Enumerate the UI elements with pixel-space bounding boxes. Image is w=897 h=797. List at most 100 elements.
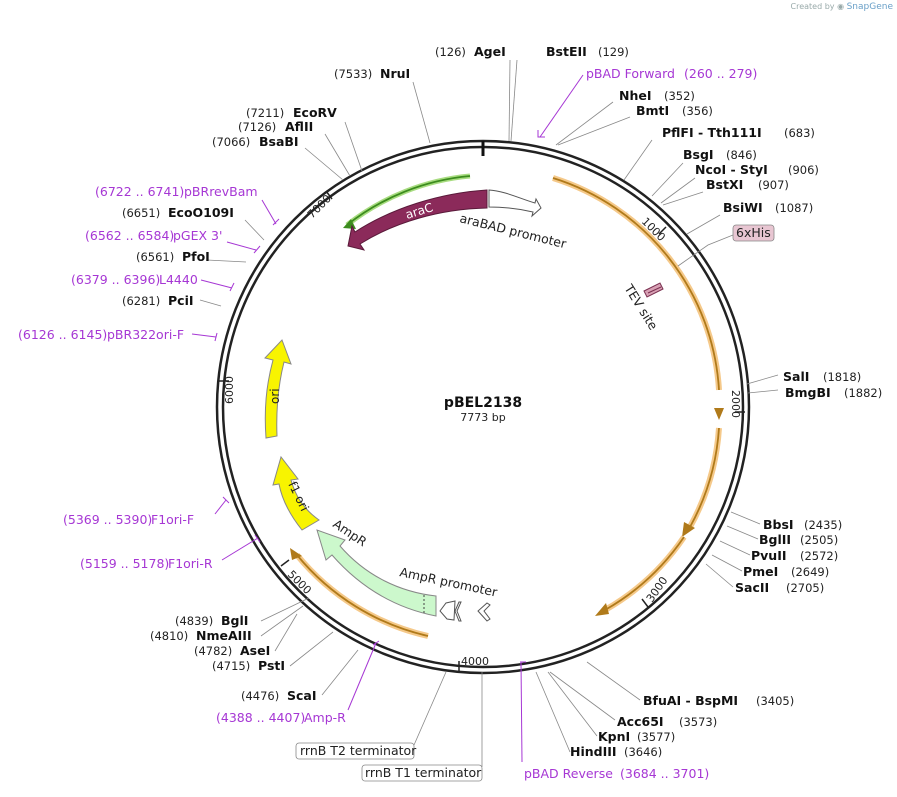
enzyme-name-ecorv: EcoRV bbox=[293, 105, 337, 120]
primer-range-f1ori-r: (5159 .. 5178) bbox=[80, 556, 169, 571]
enzyme-name-sali: SalI bbox=[783, 369, 809, 384]
enzyme-name-ncoi: NcoI - StyI bbox=[695, 162, 768, 177]
enzyme-pos-sacii: (2705) bbox=[786, 581, 824, 595]
orf-arc-third-glow bbox=[603, 535, 687, 613]
ori-feature[interactable] bbox=[264, 339, 292, 439]
arabad-promoter-feature[interactable] bbox=[488, 189, 542, 218]
primer-name-l4440: L4440 bbox=[159, 272, 198, 287]
rrnb-t1-feature[interactable] bbox=[477, 602, 491, 622]
enzyme-pos-nhei: (352) bbox=[664, 89, 695, 103]
enzyme-pos-bsabi: (7066) bbox=[212, 135, 250, 149]
tick-label-6000: 6000 bbox=[223, 376, 236, 404]
tick-label-2000: 2000 bbox=[729, 390, 742, 418]
primer-range-pbr322ori-f: (6126 .. 6145) bbox=[18, 327, 107, 342]
orf-arc-second-head bbox=[682, 522, 695, 537]
tick-label-4000: 4000 bbox=[461, 655, 489, 668]
enzyme-pos-acc65i: (3573) bbox=[679, 715, 717, 729]
enzyme-pos-ecoo109i: (6651) bbox=[122, 206, 160, 220]
enzyme-name-acc65i: Acc65I bbox=[617, 714, 664, 729]
orf-arc-amp-head bbox=[290, 548, 302, 560]
primer-range-f1ori-f: (5369 .. 5390) bbox=[63, 512, 152, 527]
primer-name-pbr322ori-f: pBR322ori-F bbox=[107, 327, 184, 342]
credit-prefix: Created by bbox=[790, 2, 835, 11]
enzyme-name-bmti: BmtI bbox=[636, 103, 669, 118]
enzyme-pos-kpni: (3577) bbox=[637, 730, 675, 744]
his-tag-box bbox=[732, 224, 775, 242]
enzyme-name-sacii: SacII bbox=[735, 580, 769, 595]
primer-name-pbrrevbam: pBRrevBam bbox=[184, 184, 258, 199]
enzyme-pos-bglii: (2505) bbox=[800, 533, 838, 547]
orf-arc-main bbox=[552, 177, 720, 391]
rrnb-t2-lead bbox=[413, 671, 447, 746]
his-tag-label: 6xHis bbox=[736, 225, 771, 240]
primer-range-amp-r: (4388 .. 4407) bbox=[216, 710, 305, 725]
rrnb-t1-label: rrnB T1 terminator bbox=[365, 765, 482, 780]
enzyme-pos-pmei: (2649) bbox=[791, 565, 829, 579]
rrnb-t2-label: rrnB T2 terminator bbox=[300, 743, 417, 758]
enzyme-pos-bfuai: (3405) bbox=[756, 694, 794, 708]
enzyme-name-ecoo109i: EcoO109I bbox=[168, 205, 234, 220]
enzyme-name-psti: PstI bbox=[258, 658, 285, 673]
enzyme-name-pcii: PciI bbox=[168, 293, 194, 308]
enzyme-name-pmei: PmeI bbox=[743, 564, 778, 579]
enzyme-name-nhei: NheI bbox=[619, 88, 652, 103]
enzyme-name-bfuai: BfuAI - BspMI bbox=[643, 693, 738, 708]
enzyme-pos-nmeaiii: (4810) bbox=[150, 629, 188, 643]
arac-green-arc bbox=[346, 175, 471, 226]
enzyme-name-bbsi: BbsI bbox=[763, 517, 794, 532]
f1-ori-feature[interactable] bbox=[272, 455, 320, 531]
orf-arc-second bbox=[689, 427, 720, 528]
rrnb-t2-box bbox=[295, 742, 415, 760]
snapgene-logo-icon: ◉ bbox=[837, 2, 845, 11]
primer-name-pgex3: pGEX 3' bbox=[173, 228, 222, 243]
enzyme-name-bsgi: BsgI bbox=[683, 147, 714, 162]
enzyme-pos-scai: (4476) bbox=[241, 689, 279, 703]
enzyme-pos-ncoi: (906) bbox=[788, 163, 819, 177]
orf-arc-second-glow bbox=[687, 427, 722, 529]
enzyme-pos-bmti: (356) bbox=[682, 104, 713, 118]
enzyme-name-pfoi: PfoI bbox=[182, 249, 210, 264]
enzyme-pos-agei: (126) bbox=[435, 45, 466, 59]
enzyme-pos-nrui: (7533) bbox=[334, 67, 372, 81]
ampr-feature[interactable] bbox=[316, 529, 437, 617]
enzyme-name-bglii: BglII bbox=[759, 532, 791, 547]
ampr-promoter-feature[interactable] bbox=[439, 600, 456, 621]
primer-range-pbad-forward: (260 .. 279) bbox=[684, 66, 757, 81]
enzyme-name-scai: ScaI bbox=[287, 688, 317, 703]
enzyme-name-aflii: AflII bbox=[285, 119, 313, 134]
snapgene-credit: Created by ◉ SnapGene bbox=[791, 2, 894, 12]
enzyme-pos-asei: (4782) bbox=[194, 644, 232, 658]
arac-label: araC bbox=[404, 200, 435, 222]
enzyme-pos-bstxi: (907) bbox=[758, 178, 789, 192]
primer-range-pbad-reverse: (3684 .. 3701) bbox=[620, 766, 709, 781]
primer-name-pbad-reverse: pBAD Reverse bbox=[524, 766, 613, 781]
his-tag-lead bbox=[677, 234, 734, 267]
enzyme-name-nrui: NruI bbox=[380, 66, 410, 81]
primer-name-pbad-forward: pBAD Forward bbox=[586, 66, 675, 81]
rrnb-t2-feature[interactable] bbox=[454, 601, 462, 622]
plasmid-name: pBEL2138 bbox=[444, 395, 522, 411]
enzyme-name-pvuii: PvuII bbox=[751, 548, 787, 563]
tick-marks bbox=[219, 190, 745, 671]
enzyme-pos-aflii: (7126) bbox=[238, 120, 276, 134]
enzyme-name-nmeaiii: NmeAIII bbox=[196, 628, 252, 643]
enzyme-name-kpni: KpnI bbox=[598, 729, 630, 744]
arabad-promoter-label: araBAD promoter bbox=[458, 210, 568, 251]
enzyme-pos-bsteii: (129) bbox=[598, 45, 629, 59]
credit-brand: SnapGene bbox=[846, 2, 893, 12]
primer-range-pbrrevbam: (6722 .. 6741) bbox=[95, 184, 184, 199]
enzyme-name-bsabi: BsaBI bbox=[259, 134, 299, 149]
enzyme-pos-pfoi: (6561) bbox=[136, 250, 174, 264]
enzyme-pos-pcii: (6281) bbox=[122, 294, 160, 308]
rrnb-t1-box bbox=[361, 764, 483, 782]
arac-feature[interactable] bbox=[347, 189, 488, 251]
enzyme-leads bbox=[199, 59, 779, 753]
ori-label: ori bbox=[268, 388, 282, 404]
tev-site-feature[interactable] bbox=[643, 282, 664, 298]
enzyme-pos-bgli: (4839) bbox=[175, 614, 213, 628]
enzyme-name-bstxi: BstXI bbox=[706, 177, 743, 192]
enzyme-pos-bmgbi: (1882) bbox=[844, 386, 882, 400]
orf-arcs bbox=[290, 175, 724, 639]
